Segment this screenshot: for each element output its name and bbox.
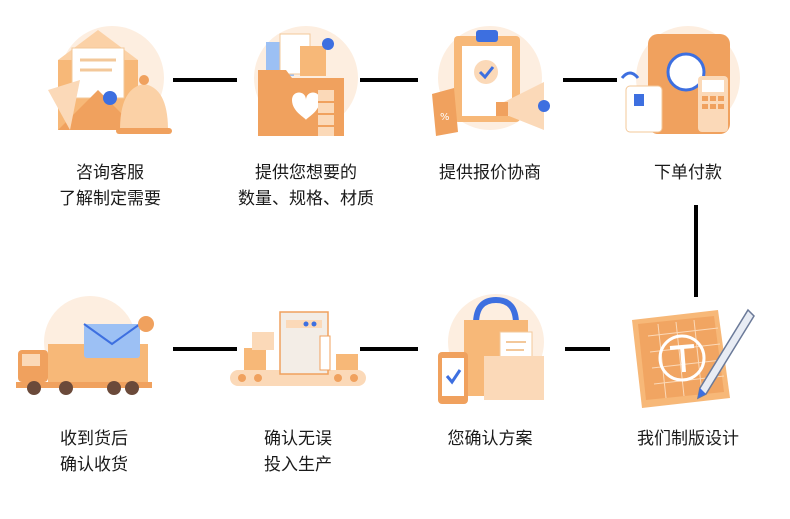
- step-label-receive: 收到货后 确认收货: [24, 426, 164, 478]
- step-label-confirm: 您确认方案: [410, 426, 570, 452]
- step-label-consult: 咨询客服 了解制定需要: [40, 160, 180, 212]
- blueprint-pen-icon: [618, 290, 758, 410]
- connector-4-5: [694, 205, 698, 297]
- step-label-line: 下单付款: [654, 163, 722, 183]
- connector-3-4: [563, 78, 617, 82]
- connector-7-8: [173, 347, 237, 351]
- connector-1-2: [173, 78, 237, 82]
- mail-bell-icon: [40, 20, 180, 140]
- step-label-line: 数量、规格、材质: [238, 189, 374, 209]
- step-label-design: 我们制版设计: [608, 426, 768, 452]
- step-label-quote: 提供报价协商: [410, 160, 570, 186]
- step-label-provide: 提供您想要的 数量、规格、材质: [216, 160, 396, 212]
- svg-text:%: %: [440, 112, 450, 123]
- connector-6-7: [360, 347, 418, 351]
- step-label-line: 提供报价协商: [439, 163, 541, 183]
- step-label-produce: 确认无误 投入生产: [218, 426, 378, 478]
- folder-heart-icon: [236, 20, 376, 140]
- step-label-line: 我们制版设计: [637, 429, 739, 449]
- step-label-line: 投入生产: [264, 455, 332, 475]
- step-label-line: 了解制定需要: [59, 189, 161, 209]
- connector-2-3: [360, 78, 418, 82]
- pos-terminal-icon: [618, 20, 758, 140]
- step-label-line: 收到货后: [60, 429, 128, 449]
- step-label-line: 咨询客服: [76, 163, 144, 183]
- step-label-line: 确认无误: [264, 429, 332, 449]
- shopping-bag-receipt-icon: [420, 290, 560, 410]
- step-label-line: 确认收货: [60, 455, 128, 475]
- connector-5-6: [565, 347, 610, 351]
- factory-conveyor-icon: [228, 290, 368, 410]
- step-label-pay: 下单付款: [618, 160, 758, 186]
- delivery-truck-icon: [14, 290, 154, 410]
- step-label-line: 提供您想要的: [255, 163, 357, 183]
- step-label-line: 您确认方案: [447, 429, 533, 449]
- clipboard-megaphone-icon: %: [420, 20, 560, 140]
